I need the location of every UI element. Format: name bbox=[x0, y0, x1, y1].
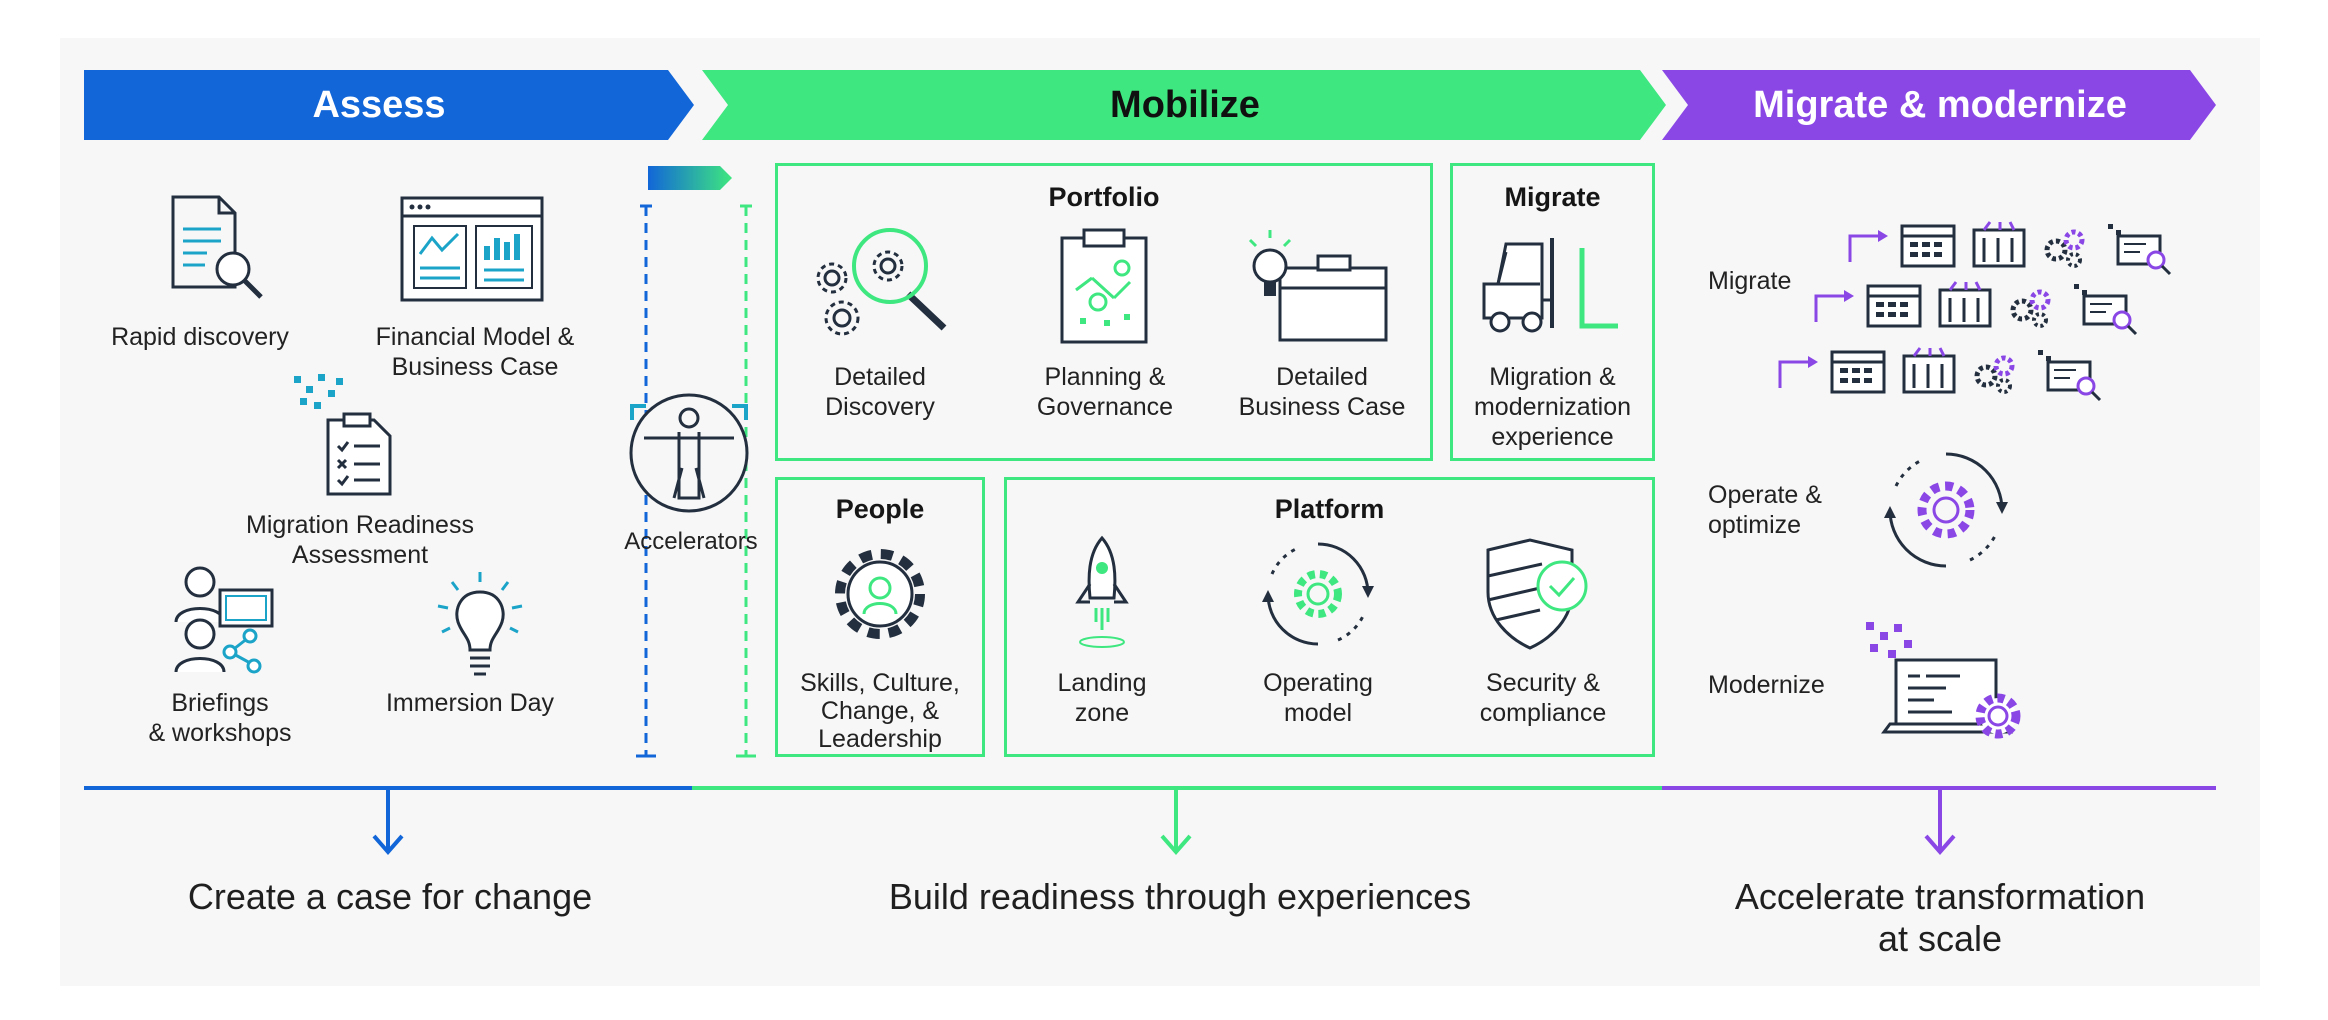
mobilize-down-arrow bbox=[1160, 790, 1192, 856]
modernize-laptop-icon bbox=[1866, 622, 2021, 739]
migrate-banner-shape bbox=[1662, 70, 2216, 140]
lightbulb-icon bbox=[437, 572, 523, 676]
landing-zone-label-1: Landing bbox=[1057, 669, 1147, 697]
detailed-business-case-label-1: Detailed bbox=[1276, 363, 1368, 391]
mobilize-banner-shape bbox=[702, 70, 1666, 140]
migration-readiness-icon bbox=[294, 374, 392, 496]
detailed-business-case-label-2: Business Case bbox=[1238, 393, 1406, 421]
platform-title: Platform bbox=[1274, 494, 1385, 524]
migration-experience-label-2: modernization bbox=[1473, 393, 1632, 421]
portfolio-title: Portfolio bbox=[1048, 182, 1160, 212]
operating-model-icon bbox=[1262, 542, 1374, 646]
operating-model-label-1: Operating bbox=[1263, 669, 1373, 697]
outcome-migrate-1: Accelerate transformation bbox=[1734, 876, 2146, 917]
detailed-discovery-label-1: Detailed bbox=[834, 363, 926, 391]
financial-model-icon bbox=[400, 196, 544, 302]
detailed-discovery-icon bbox=[816, 228, 947, 336]
people-gear-icon bbox=[835, 549, 925, 639]
outcome-mobilize: Build readiness through experiences bbox=[888, 876, 1472, 917]
operating-model-label-2: model bbox=[1283, 699, 1353, 727]
modernize-label: Modernize bbox=[1708, 671, 1825, 699]
operate-optimize-icon bbox=[1884, 452, 2008, 568]
planning-governance-label-2: Governance bbox=[1036, 393, 1174, 421]
mm-migrate-label: Migrate bbox=[1708, 267, 1792, 295]
migration-readiness-label-2: Assessment bbox=[291, 541, 429, 569]
planning-governance-label-1: Planning & bbox=[1044, 363, 1166, 391]
skills-label-3: Leadership bbox=[818, 725, 942, 753]
rapid-discovery-label: Rapid discovery bbox=[111, 323, 289, 351]
financial-model-label-1: Financial Model & bbox=[375, 323, 575, 351]
assess-down-arrow bbox=[372, 790, 404, 856]
briefings-label-2: & workshops bbox=[148, 719, 292, 747]
operate-label-1: Operate & bbox=[1708, 481, 1822, 509]
security-label-2: compliance bbox=[1479, 699, 1607, 727]
security-label-1: Security & bbox=[1486, 669, 1600, 697]
skills-label-1: Skills, Culture, bbox=[800, 669, 960, 697]
security-shield-icon bbox=[1486, 538, 1588, 650]
phase-assess: Assess bbox=[312, 83, 446, 126]
rapid-discovery-icon bbox=[171, 195, 263, 299]
planning-governance-icon bbox=[1060, 228, 1148, 344]
migration-experience-label-1: Migration & bbox=[1489, 363, 1616, 391]
outcome-migrate-2: at scale bbox=[1877, 918, 2003, 959]
detailed-business-case-icon bbox=[1248, 230, 1388, 342]
migration-experience-label-3: experience bbox=[1491, 423, 1614, 451]
people-title: People bbox=[835, 494, 925, 524]
briefings-label-1: Briefings bbox=[171, 689, 269, 717]
migrate-box-title: Migrate bbox=[1504, 182, 1601, 212]
financial-model-label-2: Business Case bbox=[391, 353, 559, 381]
migrate-down-arrow bbox=[1924, 790, 1956, 856]
phase-mobilize: Mobilize bbox=[1110, 83, 1260, 126]
briefings-icon bbox=[174, 566, 274, 674]
landing-zone-label-2: zone bbox=[1074, 699, 1130, 727]
operate-label-2: optimize bbox=[1708, 511, 1802, 539]
forklift-icon bbox=[1482, 238, 1618, 333]
rocket-icon bbox=[1075, 535, 1129, 648]
outcome-assess: Create a case for change bbox=[187, 876, 593, 917]
migration-readiness-label-1: Migration Readiness bbox=[246, 511, 474, 539]
immersion-day-label: Immersion Day bbox=[385, 689, 555, 717]
accelerators-label: Accelerators bbox=[624, 528, 758, 555]
assess-banner-shape bbox=[84, 70, 694, 140]
skills-label-2: Change, & bbox=[820, 697, 940, 725]
vitruvian-icon bbox=[629, 393, 749, 513]
detailed-discovery-label-2: Discovery bbox=[825, 393, 935, 421]
phase-migrate-modernize: Migrate & modernize bbox=[1753, 83, 2127, 126]
